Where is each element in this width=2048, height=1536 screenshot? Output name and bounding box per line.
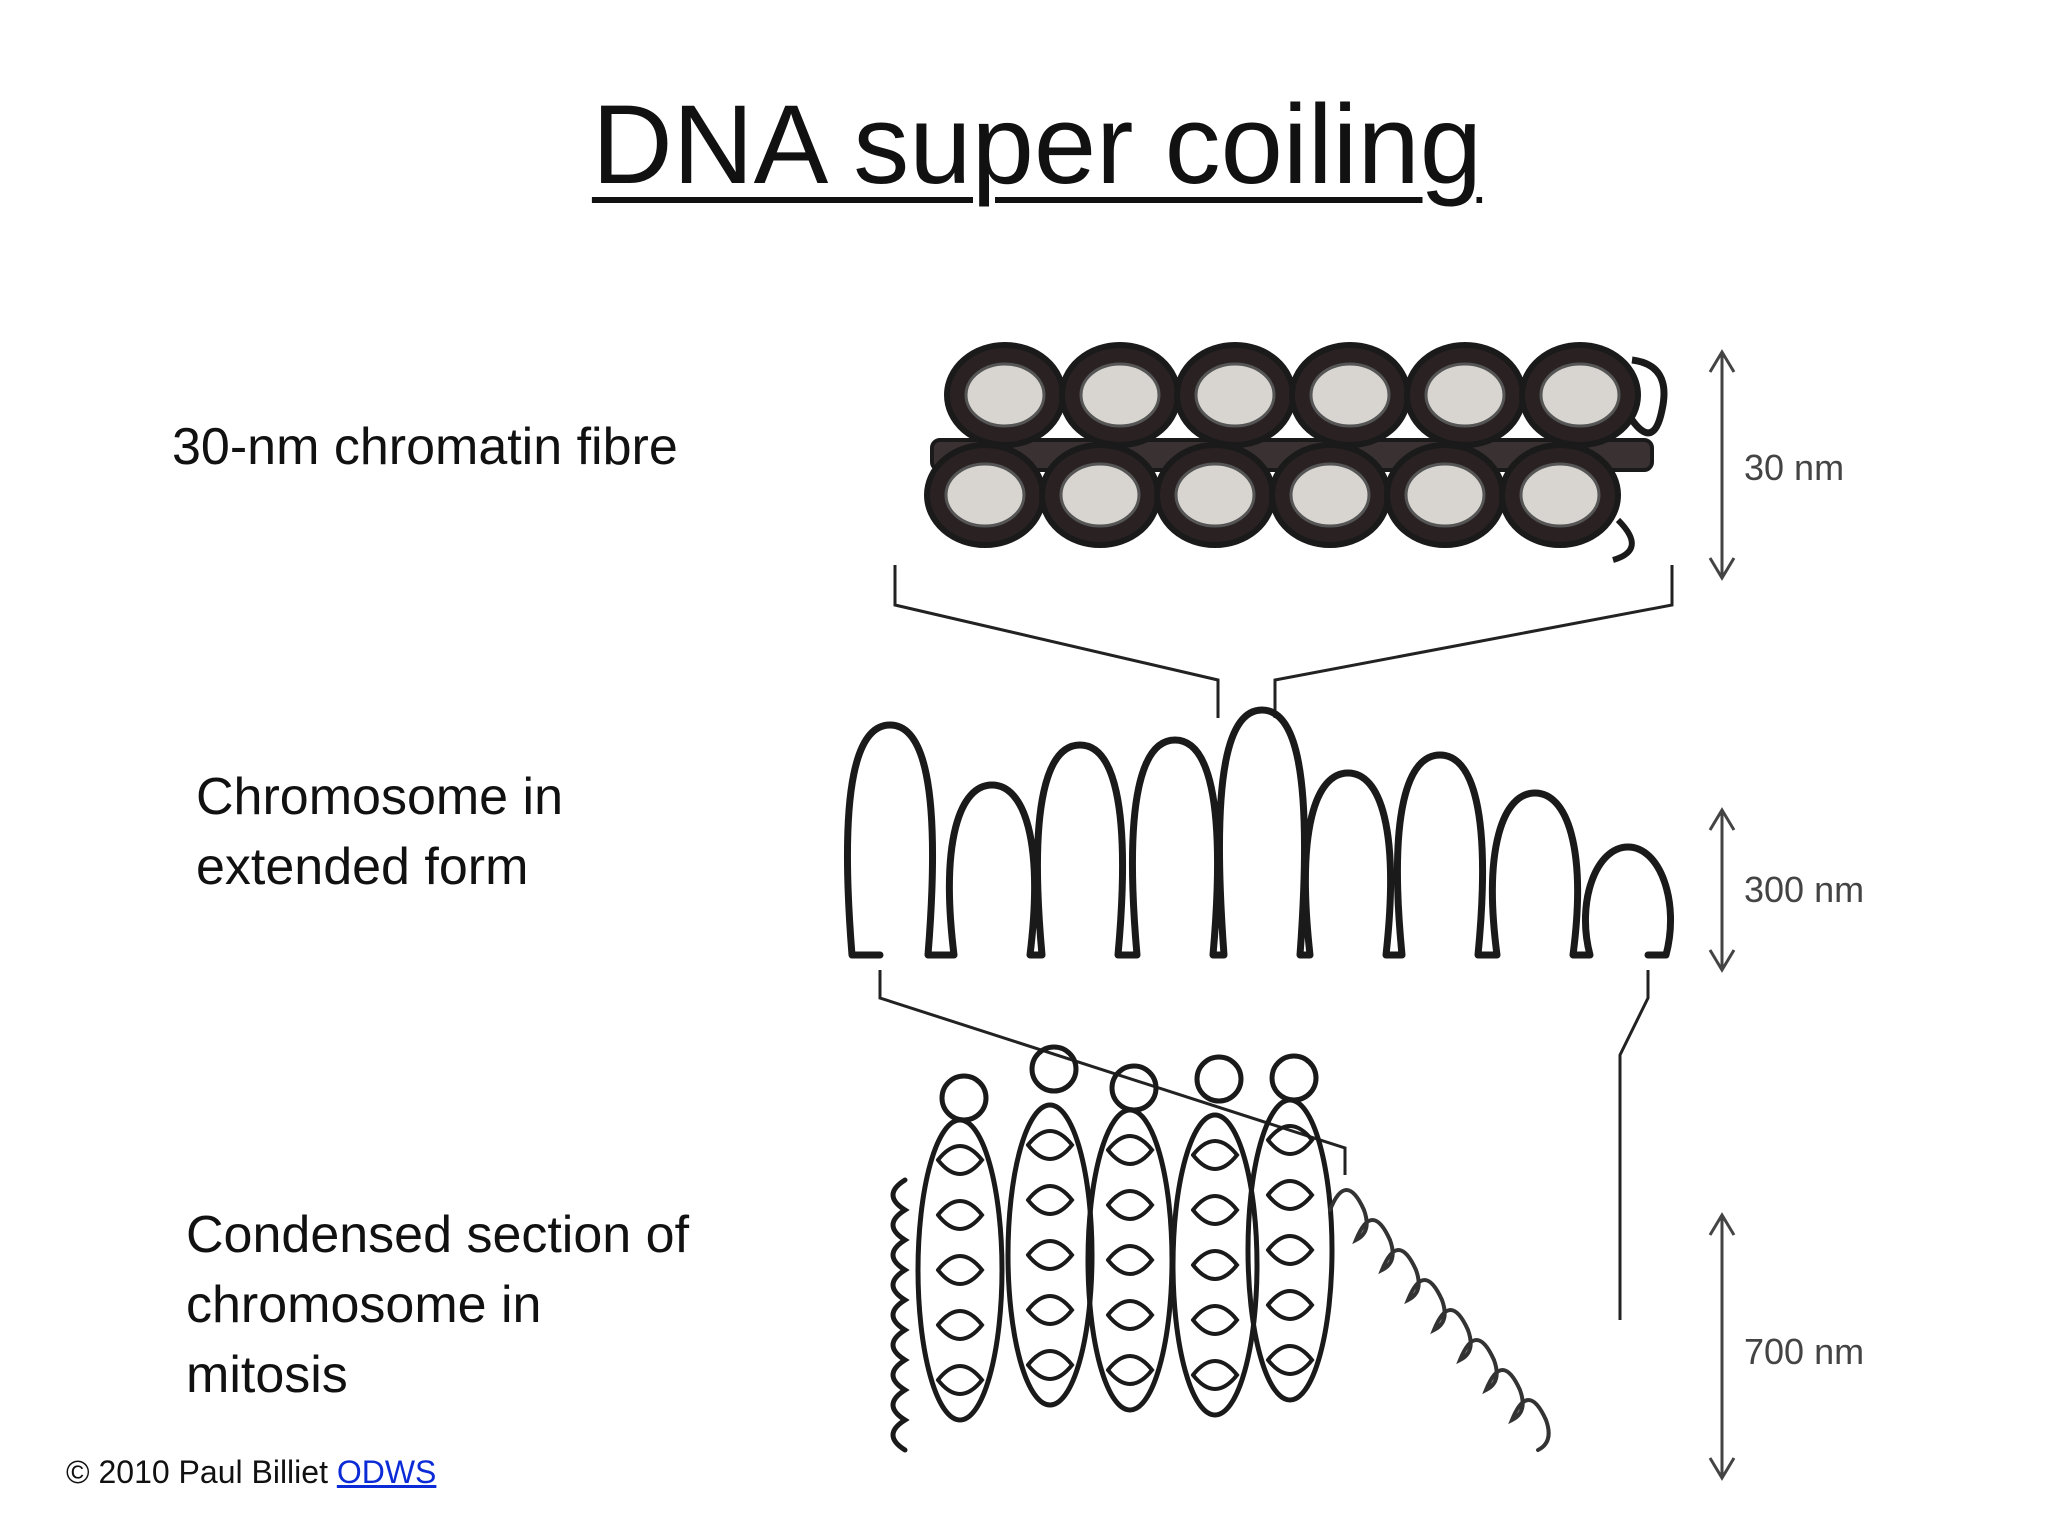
column-top-loop: [1029, 1044, 1079, 1094]
dimension-marker-30nm: [1708, 349, 1736, 581]
label-extended-chromosome: Chromosome in extended form: [196, 762, 563, 902]
column-top-loop: [1269, 1053, 1319, 1103]
slide-title: DNA super coiling: [0, 80, 2048, 210]
nucleosome-core: [1424, 362, 1506, 428]
coil-loop: [936, 1199, 985, 1231]
label-line: Condensed section of: [186, 1206, 690, 1264]
extended-chromosome-loops: [843, 706, 1675, 959]
fibre-end-curl: [1612, 517, 1635, 563]
nucleosome-core: [1519, 462, 1601, 528]
trailing-coil: [1328, 1188, 1551, 1452]
chromatid-column: [1170, 1112, 1260, 1418]
coil-loop: [936, 1254, 985, 1286]
dimension-label-30nm: 30 nm: [1744, 447, 1844, 488]
dimension-label-700nm: 700 nm: [1744, 1331, 1864, 1372]
coil-loop: [1191, 1304, 1240, 1336]
coil-loop: [1106, 1354, 1155, 1386]
dimension-marker-700nm: [1708, 1212, 1736, 1481]
label-condensed-chromosome: Condensed section of chromosome in mitos…: [186, 1200, 689, 1410]
dimension-label-300nm: 300 nm: [1744, 869, 1864, 910]
chromatin-fibre-illustration: [924, 342, 1668, 563]
coil-loop: [1026, 1349, 1075, 1381]
nucleosome-core: [1174, 462, 1256, 528]
coil-loop: [1026, 1129, 1075, 1161]
label-line: 30-nm chromatin fibre: [172, 418, 678, 476]
zoom-lines-bottom: [878, 970, 1650, 1320]
fibre-end-curl: [1629, 356, 1668, 437]
coil-loop: [936, 1309, 985, 1341]
coil-loop: [1191, 1139, 1240, 1171]
column-top-loop: [1194, 1054, 1244, 1104]
copyright-footer: © 2010 Paul Billiet ODWS: [66, 1452, 436, 1492]
left-wavy-edge: [890, 1177, 910, 1453]
coil-loop: [1106, 1244, 1155, 1276]
nucleosome-core: [964, 362, 1046, 428]
coil-loop: [1191, 1359, 1240, 1391]
nucleosome-core: [1059, 462, 1141, 528]
coil-loop: [1026, 1239, 1075, 1271]
chromatid-column: [1245, 1097, 1335, 1403]
slide-title-text: DNA super coiling: [591, 82, 1483, 207]
nucleosome-core: [1194, 362, 1276, 428]
copyright-text: © 2010 Paul Billiet: [66, 1454, 328, 1490]
coil-loop: [936, 1144, 985, 1176]
nucleosome-core: [1309, 362, 1391, 428]
column-top-loop: [939, 1073, 989, 1123]
nucleosome-core: [1404, 462, 1486, 528]
coil-loop: [1106, 1134, 1155, 1166]
coil-loop: [1191, 1249, 1240, 1281]
nucleosome-core: [1539, 362, 1621, 428]
label-line: extended form: [196, 838, 529, 896]
coil-loop: [1266, 1344, 1315, 1376]
chromatid-column: [1085, 1107, 1175, 1413]
dimension-marker-300nm: [1708, 807, 1736, 973]
label-chromatin-fibre: 30-nm chromatin fibre: [172, 412, 678, 482]
coil-loop: [936, 1364, 985, 1396]
nucleosome-core: [1079, 362, 1161, 428]
odws-link[interactable]: ODWS: [336, 1454, 437, 1490]
chromatid-column: [1005, 1102, 1095, 1408]
column-top-loop: [1109, 1063, 1159, 1113]
label-line: mitosis: [186, 1346, 348, 1404]
label-line: chromosome in: [186, 1276, 542, 1334]
nucleosome-core: [944, 462, 1026, 528]
coil-loop: [1191, 1194, 1240, 1226]
coil-loop: [1026, 1294, 1075, 1326]
label-line: Chromosome in: [196, 768, 564, 826]
coil-loop: [1266, 1179, 1315, 1211]
chromatid-column: [915, 1117, 1005, 1423]
condensed-chromosome-illustration: [890, 1044, 1551, 1453]
coil-loop: [1266, 1234, 1315, 1266]
coil-loop: [1266, 1289, 1315, 1321]
coil-loop: [1106, 1299, 1155, 1331]
zoom-lines-top: [893, 565, 1674, 718]
coil-loop: [1106, 1189, 1155, 1221]
coil-loop: [1266, 1124, 1315, 1156]
coil-loop: [1026, 1184, 1075, 1216]
nucleosome-core: [1289, 462, 1371, 528]
